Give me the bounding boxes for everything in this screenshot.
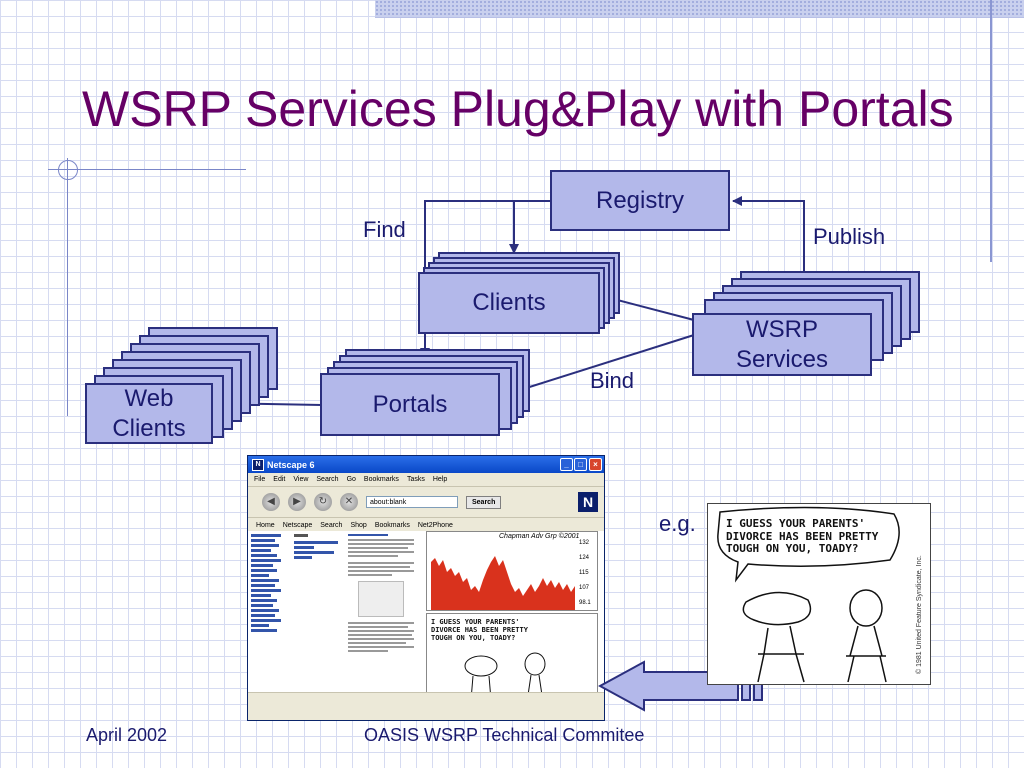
url-field[interactable]: about:blank xyxy=(366,496,458,508)
example-label: e.g. xyxy=(659,511,696,536)
stock-chart: Chapman Adv Grp ©2001 132 124 115 107 98… xyxy=(426,531,598,611)
window-title: Netscape 6 xyxy=(267,459,315,470)
comic-speech-3: TOUGH ON YOU, TOADY? xyxy=(726,542,859,556)
title-underline xyxy=(48,169,246,170)
bind-line xyxy=(519,334,695,391)
wsrp-services-box: WSRP Services xyxy=(692,313,872,376)
netscape-throbber-icon: N xyxy=(578,492,598,512)
status-bar xyxy=(248,692,604,707)
menu-file[interactable]: File xyxy=(254,476,266,483)
chart-tick-5: 98.1 xyxy=(579,600,591,606)
registry-label: Registry xyxy=(595,186,685,214)
chart-title: Chapman Adv Grp ©2001 xyxy=(499,533,580,540)
pt-home[interactable]: Home xyxy=(256,521,275,529)
speech-bubble xyxy=(717,506,900,583)
footer-org: OASIS WSRP Technical Commitee xyxy=(364,725,645,745)
menu-help[interactable]: Help xyxy=(432,476,448,483)
comic-figures xyxy=(742,589,887,683)
find-label: Find xyxy=(363,217,406,242)
right-decoration-line xyxy=(990,0,992,262)
menu-view[interactable]: View xyxy=(293,476,309,483)
publish-arrow xyxy=(732,196,805,296)
forward-icon[interactable]: ▶ xyxy=(288,493,306,511)
navigation-toolbar: ◀ ▶ ↻ ✕ about:blank Search N xyxy=(248,487,604,518)
chart-tick-2: 124 xyxy=(579,555,590,561)
browser-content: Chapman Adv Grp ©2001 132 124 115 107 98… xyxy=(248,531,604,707)
wsrp-label-line1: WSRP xyxy=(746,315,818,343)
menu-bookmarks[interactable]: Bookmarks xyxy=(363,476,399,483)
window-titlebar: N Netscape 6 _ □ × xyxy=(248,456,604,473)
embedded-speech-1: I GUESS YOUR PARENTS' xyxy=(431,618,520,626)
pt-netscape[interactable]: Netscape xyxy=(282,521,313,529)
sidebar-links xyxy=(251,534,287,704)
top-band-pattern xyxy=(375,0,1024,17)
embedded-speech-3: TOUGH ON YOU, TOADY? xyxy=(431,634,516,643)
footer-date: April 2002 xyxy=(86,725,168,745)
bind-label: Bind xyxy=(590,368,635,393)
search-button[interactable]: Search xyxy=(466,495,502,509)
webclients-label-line1: Web xyxy=(124,384,174,412)
files-column xyxy=(294,534,342,704)
portals-box: Portals xyxy=(320,373,500,436)
menu-bar: File Edit View Search Go Bookmarks Tasks… xyxy=(248,473,604,487)
minimize-icon[interactable]: _ xyxy=(560,458,573,471)
close-icon[interactable]: × xyxy=(589,458,602,471)
left-decoration-line xyxy=(67,158,68,416)
menu-go[interactable]: Go xyxy=(346,476,356,483)
maximize-icon[interactable]: □ xyxy=(574,458,587,471)
chart-tick-4: 107 xyxy=(579,585,590,591)
chart-tick-1: 132 xyxy=(579,540,590,546)
slide-title: WSRP Services Plug&Play with Portals xyxy=(82,81,954,137)
pt-search[interactable]: Search xyxy=(320,521,343,529)
netscape-logo-icon: N xyxy=(252,458,264,471)
find-arrow-clients xyxy=(509,200,552,254)
chart-tick-3: 115 xyxy=(579,570,589,576)
pt-bookmarks[interactable]: Bookmarks xyxy=(374,521,410,529)
decoration-circle xyxy=(58,160,78,180)
portals-label: Portals xyxy=(372,390,448,418)
clients-label: Clients xyxy=(472,289,546,316)
pt-net2phone[interactable]: Net2Phone xyxy=(417,521,453,529)
webclients-label-line2: Clients xyxy=(112,414,186,442)
stop-icon[interactable]: ✕ xyxy=(340,493,358,511)
stock-area xyxy=(431,556,575,610)
web-clients-box: Web Clients xyxy=(85,383,213,444)
back-icon[interactable]: ◀ xyxy=(262,493,280,511)
registry-box: Registry xyxy=(550,170,730,231)
comic-speech-2: DIVORCE HAS BEEN PRETTY xyxy=(726,529,879,543)
article-text xyxy=(348,534,418,704)
reload-icon[interactable]: ↻ xyxy=(314,493,332,511)
embedded-speech-2: DIVORCE HAS BEEN PRETTY xyxy=(431,626,528,635)
embedded-comic: I GUESS YOUR PARENTS' DIVORCE HAS BEEN P… xyxy=(426,613,598,707)
publish-label: Publish xyxy=(813,224,886,249)
menu-tasks[interactable]: Tasks xyxy=(406,476,425,483)
clients-box: Clients xyxy=(418,272,600,334)
comic-strip-panel: I GUESS YOUR PARENTS' DIVORCE HAS BEEN P… xyxy=(707,503,931,685)
wsrp-label-line2: Services xyxy=(735,345,829,373)
pt-shop[interactable]: Shop xyxy=(350,521,367,529)
netscape-window: N Netscape 6 _ □ × File Edit View Search… xyxy=(247,455,605,721)
menu-search[interactable]: Search xyxy=(316,476,339,483)
comic-credit: © 1981 United Feature Syndicate, Inc. xyxy=(916,555,923,674)
comic-speech-1: I GUESS YOUR PARENTS' xyxy=(726,517,866,530)
menu-edit[interactable]: Edit xyxy=(273,476,286,483)
